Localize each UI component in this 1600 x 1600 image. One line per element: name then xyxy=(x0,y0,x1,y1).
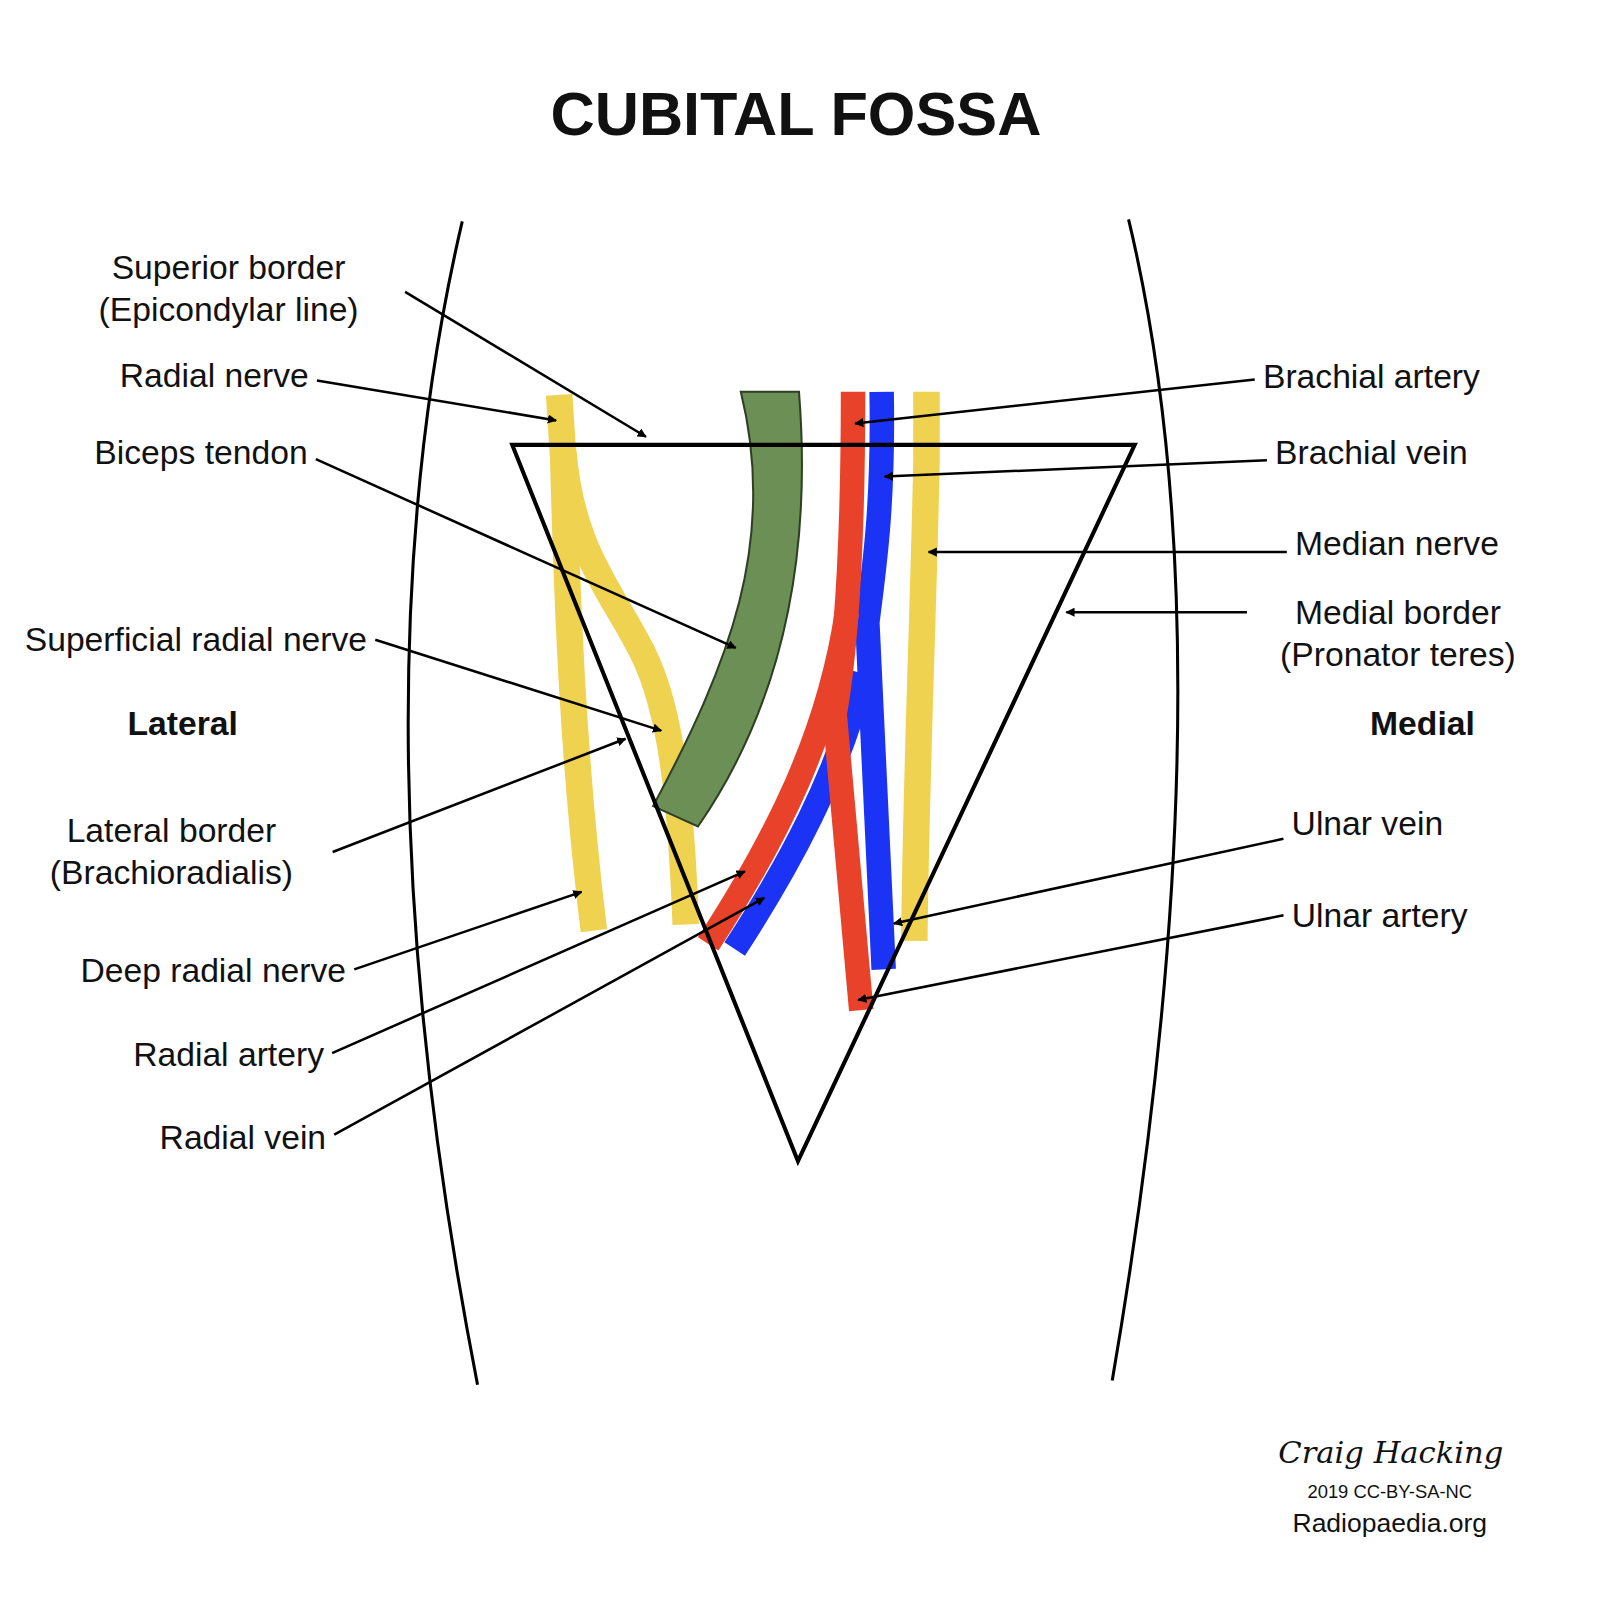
structure-label: Lateral border (Brachioradialis) xyxy=(18,810,324,894)
structure-label: Superficial radial nerve xyxy=(25,619,367,661)
structure-label: Brachial artery xyxy=(1263,355,1480,397)
structure-label: Ulnar artery xyxy=(1292,895,1468,937)
structure-label: Lateral xyxy=(127,703,237,745)
leader-line xyxy=(316,459,736,648)
credit-text: Craig Hacking xyxy=(1278,1434,1503,1472)
radial-artery xyxy=(708,612,847,944)
leader-line xyxy=(334,898,764,1135)
leader-line xyxy=(333,739,626,852)
leader-line xyxy=(929,551,1287,554)
biceps-tendon xyxy=(653,392,802,827)
structure-label: Ulnar vein xyxy=(1292,803,1444,845)
structure-label: Medial border (Pronator teres) xyxy=(1255,592,1541,676)
structure-label: Superior border (Epicondylar line) xyxy=(60,247,397,331)
structure-label: Brachial vein xyxy=(1275,432,1468,474)
leader-line xyxy=(1066,611,1247,614)
leader-line xyxy=(375,640,661,731)
limb-outline xyxy=(408,221,477,1384)
structure-label: Radial vein xyxy=(160,1117,327,1159)
credit-text: 2019 CC-BY-SA-NC xyxy=(1307,1480,1472,1503)
structure-label: Radial artery xyxy=(133,1034,324,1076)
diagram-title: CUBITAL FOSSA xyxy=(550,76,1041,153)
leader-lines xyxy=(316,292,1287,1135)
structure-label: Radial nerve xyxy=(120,354,309,396)
credit-text: Radiopaedia.org xyxy=(1292,1508,1487,1541)
radial-nerve xyxy=(559,395,594,931)
structure-label: Biceps tendon xyxy=(94,432,307,474)
leader-line xyxy=(317,381,556,421)
leader-line xyxy=(855,380,1255,424)
leader-line xyxy=(332,871,745,1053)
leader-line xyxy=(858,915,1283,1000)
structure-label: Medial xyxy=(1370,703,1475,745)
leader-line xyxy=(894,839,1284,924)
leader-line xyxy=(885,460,1267,476)
structure-label: Median nerve xyxy=(1295,523,1499,565)
structure-label: Deep radial nerve xyxy=(80,950,346,992)
